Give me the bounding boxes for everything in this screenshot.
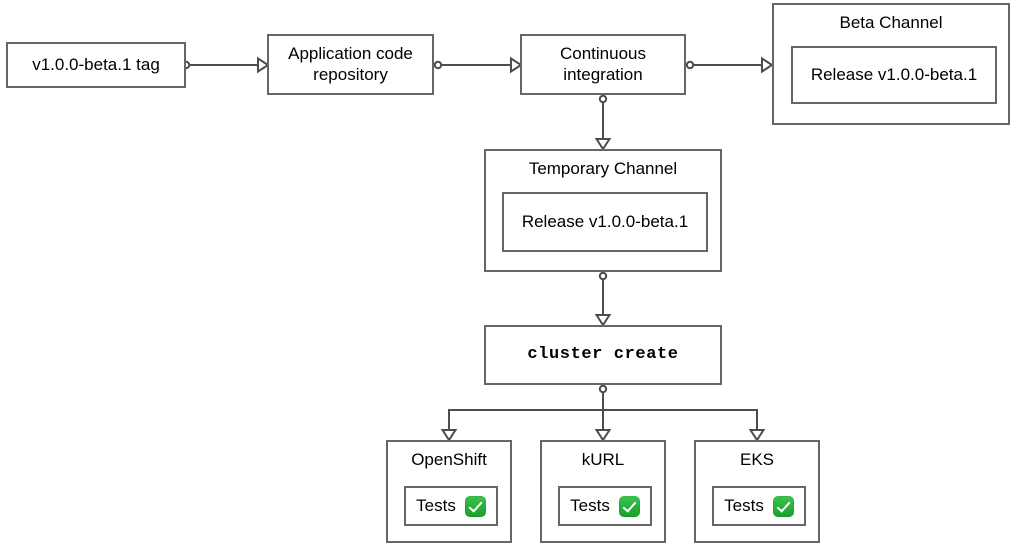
check-mark-button-icon [464, 495, 486, 517]
node-application-code-repository-label: Application code repository [288, 43, 413, 84]
edge-cluster-create-branch [440, 384, 766, 442]
node-eks[interactable]: EKS Tests [694, 440, 820, 543]
node-kurl[interactable]: kURL Tests [540, 440, 666, 543]
edge-ci-to-temporary-channel [594, 94, 612, 151]
node-eks-title: EKS [739, 450, 775, 469]
node-cluster-create[interactable]: cluster create [484, 325, 722, 385]
edge-temporary-channel-to-cluster-create [594, 271, 612, 327]
node-beta-channel-release-label: Release v1.0.0-beta.1 [810, 64, 978, 84]
node-kurl-title: kURL [581, 450, 625, 469]
node-cluster-create-label: cluster create [527, 344, 679, 364]
node-continuous-integration-label: Continuous integration [559, 43, 646, 84]
node-beta-channel-release[interactable]: Release v1.0.0-beta.1 [791, 46, 997, 104]
node-temporary-channel-title: Temporary Channel [528, 159, 678, 178]
edge-ci-to-beta-channel [685, 56, 774, 74]
node-application-code-repository[interactable]: Application code repository [267, 34, 434, 95]
node-eks-tests[interactable]: Tests [712, 486, 806, 526]
node-version-tag[interactable]: v1.0.0-beta.1 tag [6, 42, 186, 88]
node-kurl-tests-label: Tests [570, 495, 610, 515]
node-temporary-channel-release[interactable]: Release v1.0.0-beta.1 [502, 192, 708, 252]
node-temporary-channel-release-label: Release v1.0.0-beta.1 [521, 211, 689, 231]
node-openshift[interactable]: OpenShift Tests [386, 440, 512, 543]
node-kurl-tests[interactable]: Tests [558, 486, 652, 526]
check-mark-button-icon [772, 495, 794, 517]
edge-tag-to-repo [181, 56, 270, 74]
node-openshift-title: OpenShift [411, 450, 487, 469]
node-beta-channel[interactable]: Beta Channel Release v1.0.0-beta.1 [772, 3, 1010, 125]
node-eks-tests-label: Tests [724, 495, 764, 515]
node-version-tag-label: v1.0.0-beta.1 tag [32, 54, 160, 74]
node-openshift-tests-label: Tests [416, 495, 456, 515]
node-openshift-tests[interactable]: Tests [404, 486, 498, 526]
check-mark-button-icon [618, 495, 640, 517]
node-temporary-channel[interactable]: Temporary Channel Release v1.0.0-beta.1 [484, 149, 722, 272]
edge-repo-to-ci [433, 56, 523, 74]
node-continuous-integration[interactable]: Continuous integration [520, 34, 686, 95]
node-beta-channel-title: Beta Channel [839, 13, 943, 32]
